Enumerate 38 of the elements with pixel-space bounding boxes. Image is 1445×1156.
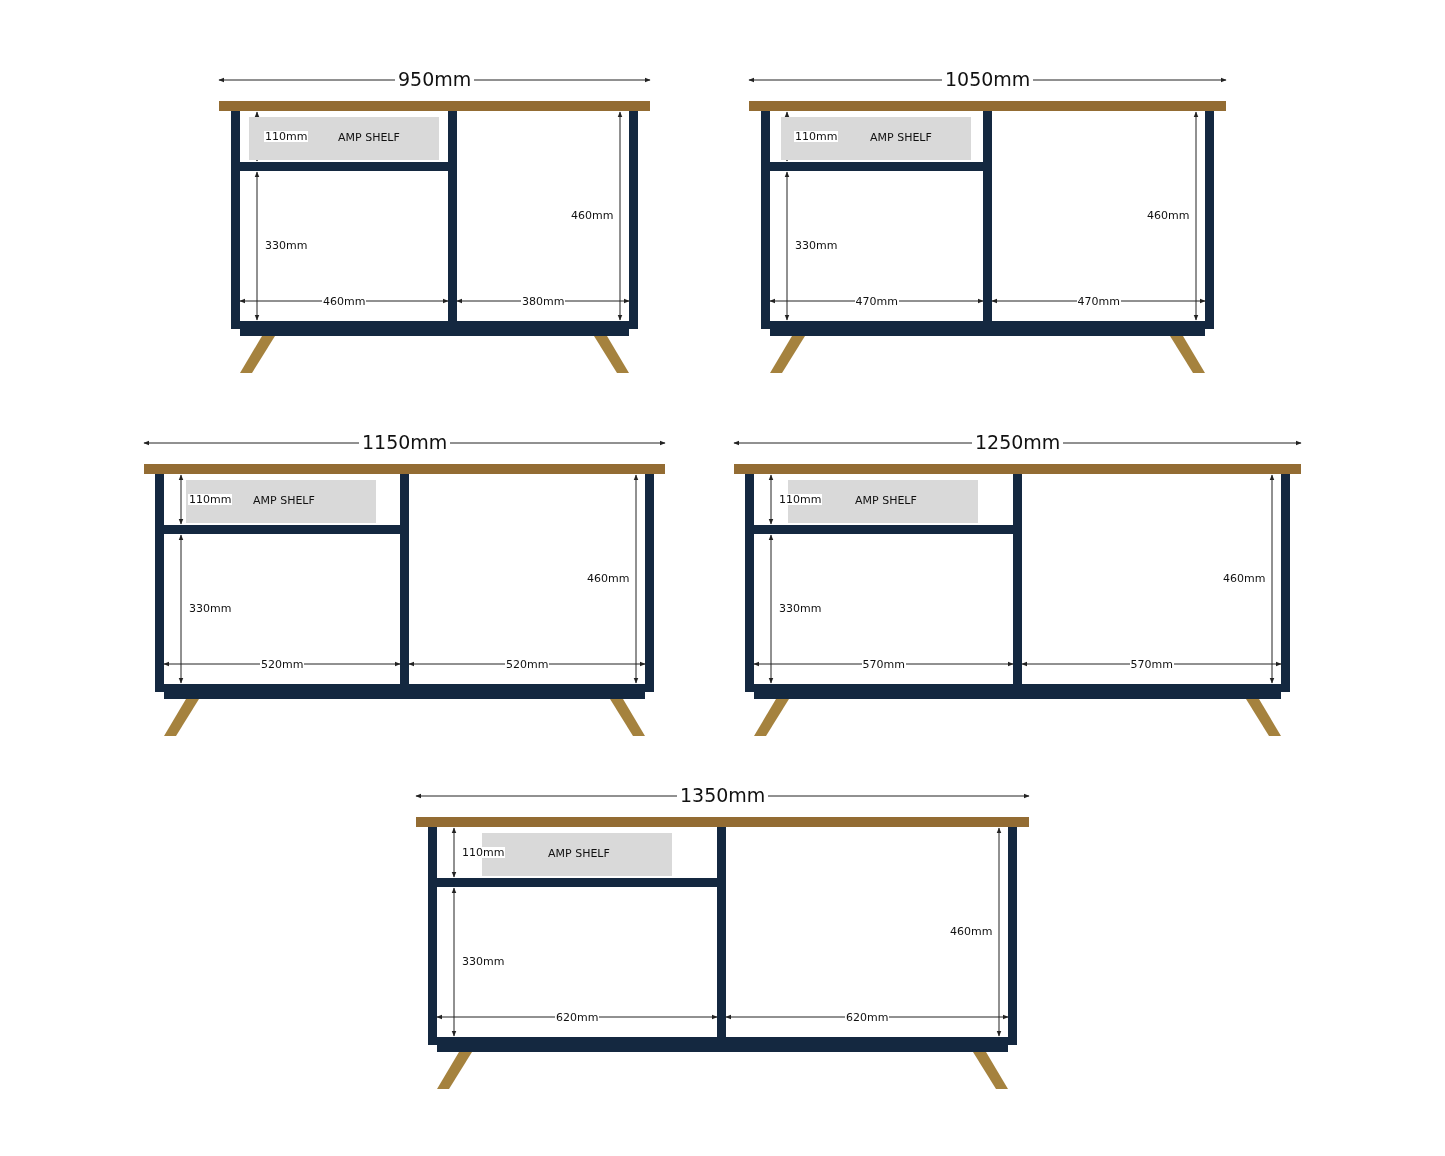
height-dimension: 330mm	[188, 602, 233, 614]
shelf-label: AMP SHELF	[870, 132, 932, 143]
height-dimension: 330mm	[778, 602, 823, 614]
width-dimension: 620mm	[555, 1011, 600, 1023]
height-dimension: 110mm	[264, 130, 309, 142]
height-dimension: 110mm	[794, 130, 839, 142]
height-dimension: 110mm	[778, 493, 823, 505]
height-dimension: 330mm	[461, 955, 506, 967]
width-dimension: 620mm	[845, 1011, 890, 1023]
height-dimension: 330mm	[794, 239, 839, 251]
height-dimension: 110mm	[461, 846, 506, 858]
width-dimension: 950mm	[395, 69, 475, 89]
width-dimension: 1150mm	[359, 432, 451, 452]
width-dimension: 520mm	[260, 658, 305, 670]
width-dimension: 470mm	[1076, 295, 1121, 307]
shelf-label: AMP SHELF	[548, 848, 610, 859]
width-dimension: 1050mm	[942, 69, 1034, 89]
shelf-area	[781, 117, 971, 160]
width-dimension: 1250mm	[972, 432, 1064, 452]
width-dimension: 570mm	[861, 658, 906, 670]
shelf-label: AMP SHELF	[855, 495, 917, 506]
height-dimension: 110mm	[188, 493, 233, 505]
shelf-area	[186, 480, 376, 523]
width-dimension: 1350mm	[677, 785, 769, 805]
width-dimension: 570mm	[1129, 658, 1174, 670]
height-dimension: 460mm	[1146, 209, 1191, 221]
height-dimension: 460mm	[949, 925, 994, 937]
shelf-label: AMP SHELF	[338, 132, 400, 143]
height-dimension: 460mm	[1222, 572, 1267, 584]
height-dimension: 330mm	[264, 239, 309, 251]
width-dimension: 460mm	[322, 295, 367, 307]
shelf-area	[249, 117, 439, 160]
width-dimension: 520mm	[505, 658, 550, 670]
width-dimension: 380mm	[521, 295, 566, 307]
shelf-label: AMP SHELF	[253, 495, 315, 506]
width-dimension: 470mm	[854, 295, 899, 307]
height-dimension: 460mm	[586, 572, 631, 584]
height-dimension: 460mm	[570, 209, 615, 221]
